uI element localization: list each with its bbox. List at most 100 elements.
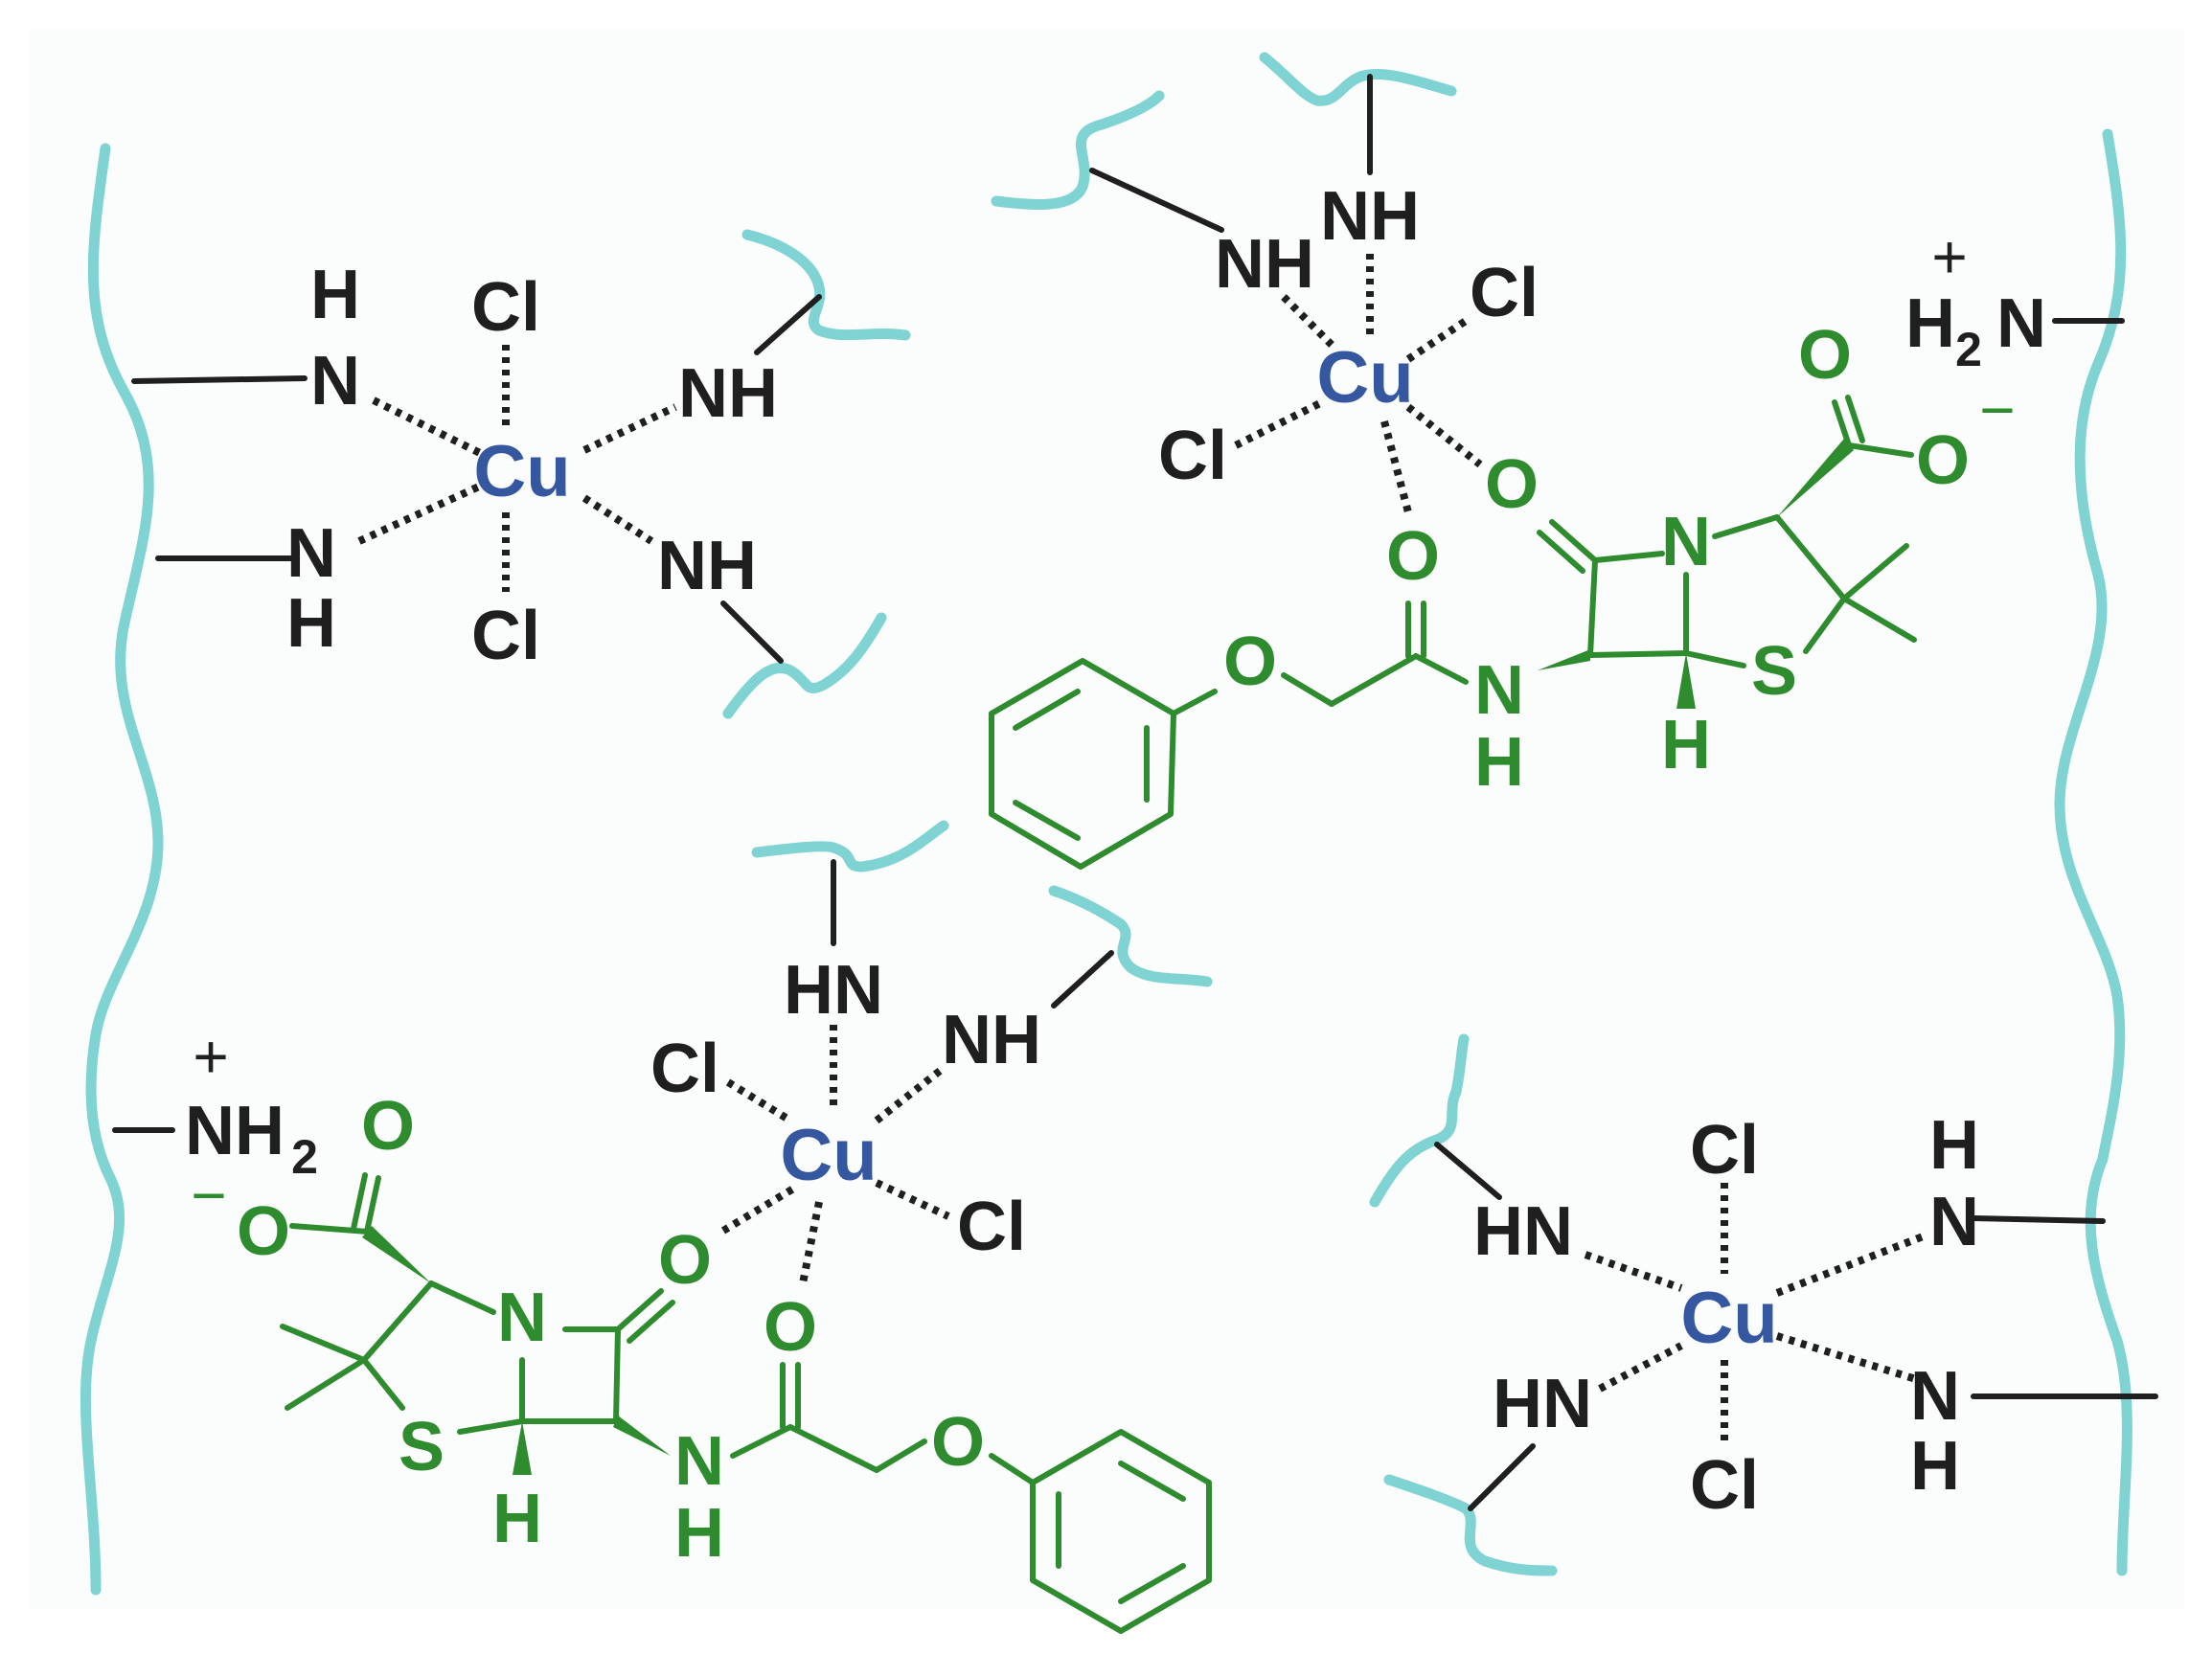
coord-c2-o-right	[1405, 403, 1483, 468]
plus-charge-left: +	[193, 1022, 228, 1091]
wedge-nh-upper	[1538, 649, 1590, 670]
coord-c1-nh-lower	[582, 494, 654, 545]
cl-atom-c4-top: Cl	[1690, 1112, 1759, 1189]
h-atom-c4-lower: H	[1910, 1428, 1960, 1505]
penicillin-lower	[280, 1172, 1212, 1634]
hash-h-lower	[513, 1421, 532, 1475]
chain-fragment-7	[1369, 1033, 1470, 1208]
cu-atom-1: Cu	[473, 431, 570, 512]
penicillin-lower-labels: O N H N S H O O −	[191, 1088, 985, 1572]
background-panel	[29, 29, 2184, 1609]
nh-nh2-left: NH	[185, 1093, 285, 1169]
sub-2-right: 2	[1955, 323, 1982, 376]
coord-c2-o-bottom	[1380, 419, 1412, 514]
hn-atom-c3-top: HN	[784, 952, 883, 1029]
bond-o2-ch2	[874, 1439, 927, 1473]
cooh-co-2	[1845, 395, 1865, 443]
cooh-co-1	[1832, 399, 1852, 448]
h-bridge-upper: H	[1661, 707, 1711, 783]
benzene2-inner-2	[1118, 1461, 1186, 1502]
cooh2-co-2	[351, 1172, 368, 1232]
o-carboxyl-lower-1: O	[361, 1088, 415, 1165]
chain-fragment-3	[991, 90, 1165, 211]
cu-atom-4: Cu	[1680, 1278, 1777, 1359]
methyl2-2	[285, 1357, 367, 1411]
chain-fragment-4	[1259, 52, 1457, 106]
o-atom-c3-carbonyl: O	[658, 1222, 712, 1299]
h-atom-c1-lower: H	[286, 585, 336, 662]
thz2-c-cme2	[361, 1280, 434, 1363]
complex-top-right: Cu NH NH Cl Cl O O	[1158, 178, 1539, 595]
cooh2-o	[289, 1223, 370, 1235]
cu-atom-3: Cu	[780, 1115, 877, 1196]
carbonyl-upper-1	[1549, 519, 1598, 563]
thz-c-s	[1683, 650, 1746, 668]
coord-c4-hn-lower	[1598, 1342, 1683, 1393]
thz-n-c	[1712, 514, 1780, 539]
chain-fragment-8	[1383, 1474, 1558, 1576]
cl-atom-c2-left: Cl	[1158, 418, 1227, 494]
hash-h-upper	[1676, 653, 1696, 709]
thz2-cme2-s	[361, 1357, 405, 1411]
cooh-o	[1846, 442, 1914, 458]
methyl-1	[1841, 543, 1909, 601]
bond-c2-n	[730, 1424, 793, 1459]
benzene2-inner-3	[1118, 1563, 1186, 1604]
thz-c-cme2	[1774, 514, 1847, 601]
n-atom-c1-upper: N	[310, 343, 360, 419]
n-atom-c1-lower: N	[286, 515, 336, 592]
nh2-plus-left: + NH 2	[185, 1022, 318, 1184]
bond-top-left-nh-upper	[754, 294, 822, 355]
wedge-cooh-lower	[362, 1226, 431, 1283]
n-lactam-lower: N	[497, 1280, 547, 1356]
chain-fragment-6	[1048, 885, 1213, 987]
penicillin-upper-labels: O N H N S H O O −	[1223, 317, 2016, 801]
s-atom-lower: S	[399, 1409, 445, 1485]
n-atom-c4-lower: N	[1910, 1358, 1960, 1435]
polymer-chain-right	[2054, 128, 2132, 1576]
methyl-2	[1841, 596, 1917, 643]
o-carboxyl-lower-2: O	[237, 1193, 290, 1270]
n-h2n-right: N	[1996, 285, 2046, 362]
bond-ph2-o	[989, 1453, 1036, 1485]
coord-c4-hn-upper	[1584, 1251, 1683, 1292]
carbonyl-lower-1	[615, 1288, 664, 1332]
n-atom-c4-upper: N	[1929, 1184, 1979, 1260]
wedge-nh-lower	[613, 1416, 671, 1456]
penicillin-upper	[989, 395, 1917, 870]
complex-top-left: Cu Cl Cl H N N H NH NH	[286, 257, 778, 674]
h2n-plus-right: + H 2 N	[1905, 222, 2046, 376]
polymer-chain-left	[80, 143, 164, 1596]
sub-2-left: 2	[291, 1130, 318, 1184]
bond-br-n-upper	[1971, 1215, 2106, 1224]
minus-charge-lower: −	[191, 1161, 226, 1230]
o-carboxyl-upper-1: O	[1798, 317, 1852, 394]
coord-c2-cl-left	[1234, 398, 1324, 449]
cl-atom-c1-bottom: Cl	[471, 598, 540, 674]
coord-c3-cl-right	[875, 1179, 950, 1220]
coord-c3-o-left	[720, 1184, 798, 1235]
chain-fragment-2	[722, 612, 887, 719]
cl-atom-c3-right: Cl	[957, 1189, 1026, 1265]
carbonyl-upper-2	[1537, 530, 1585, 574]
bond-ch2-c	[1329, 653, 1419, 707]
o-atom-c2-amide: O	[1386, 518, 1440, 595]
s-atom-upper: S	[1751, 633, 1797, 710]
polymer-backbones	[80, 128, 2132, 1596]
connector-bonds	[112, 74, 2158, 1511]
bond-left-upper	[131, 375, 308, 384]
coord-c4-n-upper	[1775, 1232, 1927, 1297]
complex-bottom-right: Cu Cl Cl HN HN H N N H	[1473, 1107, 1979, 1524]
o-ether-upper: O	[1223, 623, 1277, 700]
h-atom-c1-upper: H	[310, 257, 360, 333]
cl-atom-c4-bottom: Cl	[1690, 1447, 1759, 1524]
nh-atom-c2-left: NH	[1215, 226, 1314, 303]
bond-c-n	[1413, 653, 1469, 685]
coord-c1-n-upper	[372, 397, 486, 459]
hn-atom-c4-upper: HN	[1473, 1193, 1573, 1270]
n-lactam-upper: N	[1661, 504, 1711, 580]
h-amide-upper: H	[1474, 724, 1524, 801]
cooh2-co-1	[364, 1175, 381, 1235]
